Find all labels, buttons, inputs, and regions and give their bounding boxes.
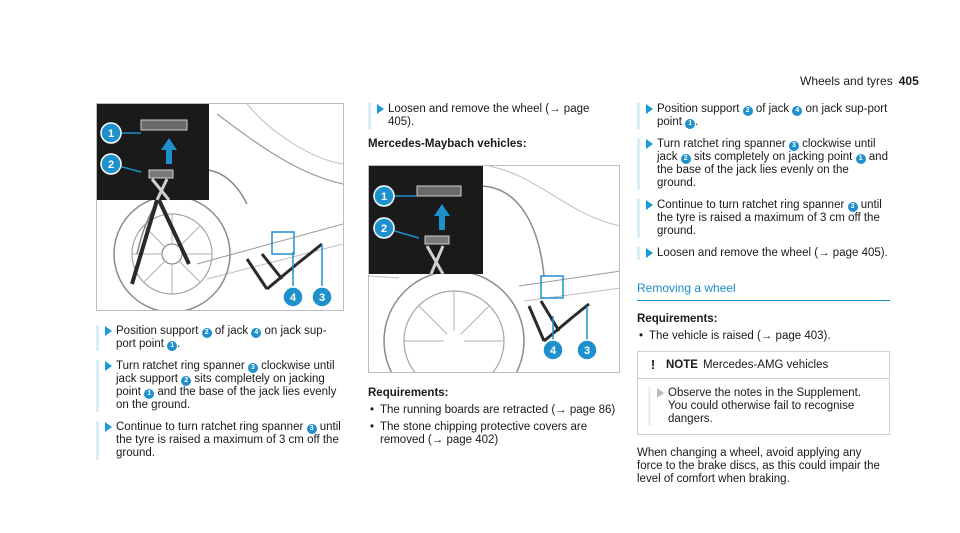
subheading-maybach: Mercedes-Maybach vehicles: [368,138,527,150]
column-right: Position support 2 of jack 4 on jack sup… [637,103,890,486]
requirements-list: The vehicle is raised (→ page 403). [637,330,890,343]
column-left: 1 2 4 3 Position support 2 of jack 4 on … [96,103,344,469]
list-item: The running boards are retracted (→ page… [368,404,618,417]
callout-badge: 4 [792,106,803,116]
step-arrow-icon [377,104,384,114]
step-item: Position support 2 of jack 4 on jack sup… [96,325,344,351]
requirements-heading: Requirements: [637,313,718,325]
step-arrow-icon [646,200,653,210]
callout-badge: 1 [685,119,696,129]
callout-1: 1 [108,128,114,140]
callout-badge: 4 [251,328,262,338]
section-title-removing-wheel: Removing a wheel [637,282,890,301]
step-item: Turn ratchet ring spanner 3 clockwise un… [637,138,890,190]
callout-badge: 1 [144,389,155,399]
callout-badge: 2 [680,154,691,164]
step-arrow-icon [105,361,112,371]
callout-group-fig2: 1 2 4 3 [373,185,598,361]
callout-4: 4 [550,345,557,357]
requirements-middle: Requirements: The running boards are ret… [368,387,618,447]
step-arrow-icon [646,104,653,114]
requirements-heading: Requirements: [368,387,449,399]
step-arrow-icon [105,422,112,432]
column-middle: Loosen and remove the wheel (→ page 405)… [368,103,620,451]
step-item: Continue to turn ratchet ring spanner 3 … [637,199,890,238]
note-title: Mercedes-AMG vehicles [702,358,829,371]
callout-badge: 1 [167,341,178,351]
callout-badge: 2 [742,106,753,116]
note-header: ! NOTE Mercedes-AMG vehicles [638,352,889,379]
list-item: The vehicle is raised (→ page 403). [637,330,890,343]
steps-list-left: Position support 2 of jack 4 on jack sup… [96,325,344,460]
callout-3: 3 [584,345,590,357]
callout-1: 1 [381,191,387,203]
jack-illustration-svg: 1 2 4 3 [97,104,343,310]
note-box: ! NOTE Mercedes-AMG vehicles Observe the… [637,351,890,435]
callout-badge: 2 [201,328,212,338]
callout-badge: 3 [788,141,799,151]
warning-icon: ! [650,357,656,372]
step-item: Position support 2 of jack 4 on jack sup… [637,103,890,129]
callout-2: 2 [108,159,114,171]
note-body: Observe the notes in the Supplement. You… [638,379,889,434]
step-arrow-icon [646,248,653,258]
step-arrow-icon [646,139,653,149]
page-number: 405 [898,74,919,88]
section-name: Wheels and tyres [800,74,893,88]
callout-badge: 2 [181,376,192,386]
body-paragraph: When changing a wheel, avoid applying an… [637,447,880,485]
callout-group-fig1: 1 2 4 3 [100,122,333,308]
step-arrow-icon [105,326,112,336]
callout-4: 4 [290,292,297,304]
step-arrow-icon [657,388,664,398]
callout-badge: 1 [855,154,866,164]
step-item: Turn ratchet ring spanner 3 clockwise un… [96,360,344,412]
jack-illustration-svg: 1 2 4 3 [369,166,619,372]
callout-badge: 3 [847,202,858,212]
callout-2: 2 [381,223,387,235]
callout-3: 3 [319,292,325,304]
note-step: Observe the notes in the Supplement. You… [648,387,881,426]
page-header: Wheels and tyres 405 [800,74,930,88]
step-item: Loosen and remove the wheel (→ page 405)… [637,247,890,260]
callout-badge: 3 [247,363,258,373]
requirements-list: The running boards are retracted (→ page… [368,404,618,447]
step-item: Continue to turn ratchet ring spanner 3 … [96,421,344,460]
note-label: NOTE [666,358,698,371]
jack-illustration-2: 1 2 4 3 [368,165,620,373]
step-item: Loosen and remove the wheel (→ page 405)… [368,103,618,129]
list-item: The stone chipping protective covers are… [368,421,618,447]
callout-badge: 3 [306,424,317,434]
jack-illustration-1: 1 2 4 3 [96,103,344,311]
